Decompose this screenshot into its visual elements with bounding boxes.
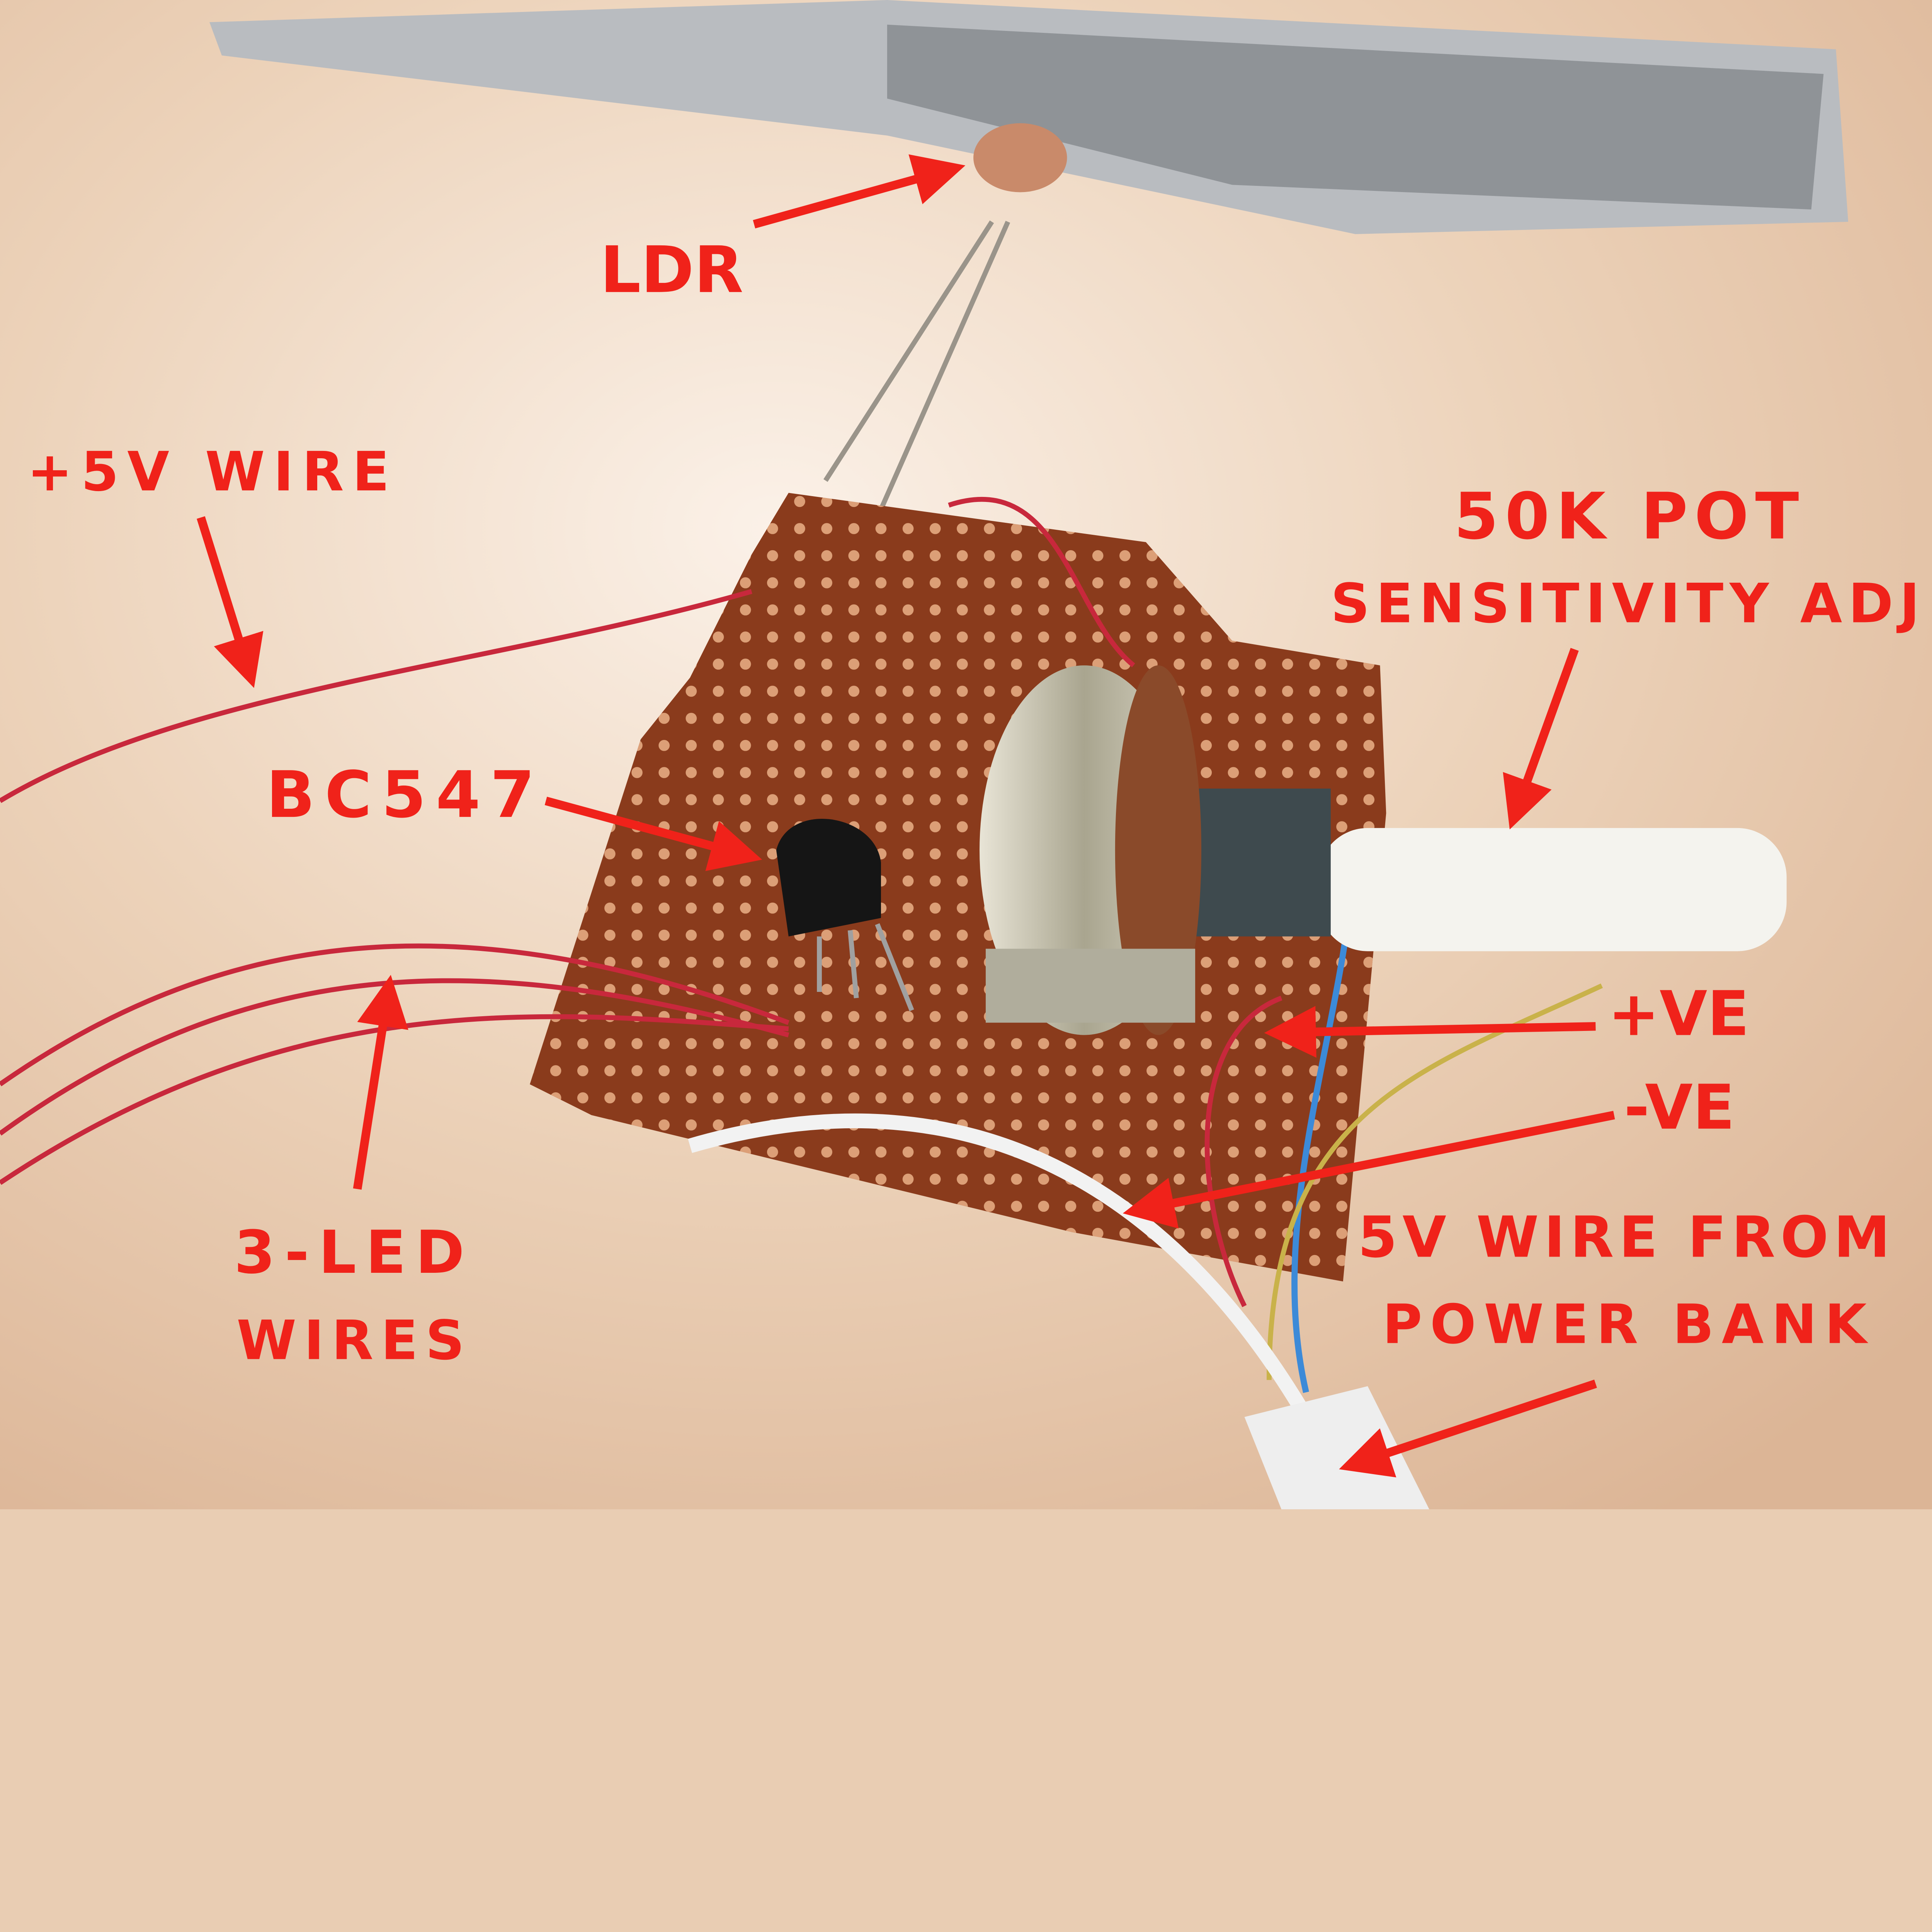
label-led-line2: WIRES bbox=[236, 1309, 464, 1372]
positive-arrow bbox=[1264, 1006, 1596, 1058]
white-cable bbox=[688, 1113, 1313, 1421]
negative-arrow bbox=[1122, 1111, 1615, 1229]
pocket-knife bbox=[209, 0, 1849, 234]
label-positive: +VE bbox=[1608, 978, 1749, 1050]
plus5v-arrow bbox=[197, 516, 264, 688]
annotation-arrows bbox=[197, 154, 1615, 1478]
potentiometer bbox=[980, 665, 1787, 1035]
wires-red bbox=[0, 497, 1282, 1307]
label-power-line1: 5V WIRE FROM bbox=[1358, 1204, 1890, 1270]
annotated-circuit-photo: LDR +5V WIRE 50K POT SENSITIVITY ADJ BC5… bbox=[0, 0, 1932, 1510]
pot-arrow bbox=[1503, 648, 1579, 830]
wire-yellow bbox=[1267, 983, 1603, 1380]
label-plus5v-wire: +5V WIRE bbox=[27, 440, 389, 503]
label-bc547: BC547 bbox=[266, 758, 535, 832]
label-pot-title: 50K POT bbox=[1454, 479, 1799, 554]
wire-blue bbox=[1291, 911, 1352, 1393]
bc547-arrow bbox=[544, 796, 762, 871]
label-pot-subtitle: SENSITIVITY ADJ bbox=[1331, 572, 1920, 635]
cable-sheath bbox=[1244, 1386, 1429, 1510]
bc547-transistor bbox=[776, 819, 914, 1012]
label-power-line2: POWER BANK bbox=[1383, 1293, 1868, 1356]
label-led-line1: 3-LED bbox=[234, 1218, 464, 1287]
label-ldr: LDR bbox=[600, 233, 743, 308]
label-negative: -VE bbox=[1624, 1071, 1735, 1143]
power-arrow bbox=[1339, 1379, 1597, 1478]
ldr-arrow bbox=[753, 154, 966, 229]
led-arrow bbox=[353, 975, 408, 1190]
